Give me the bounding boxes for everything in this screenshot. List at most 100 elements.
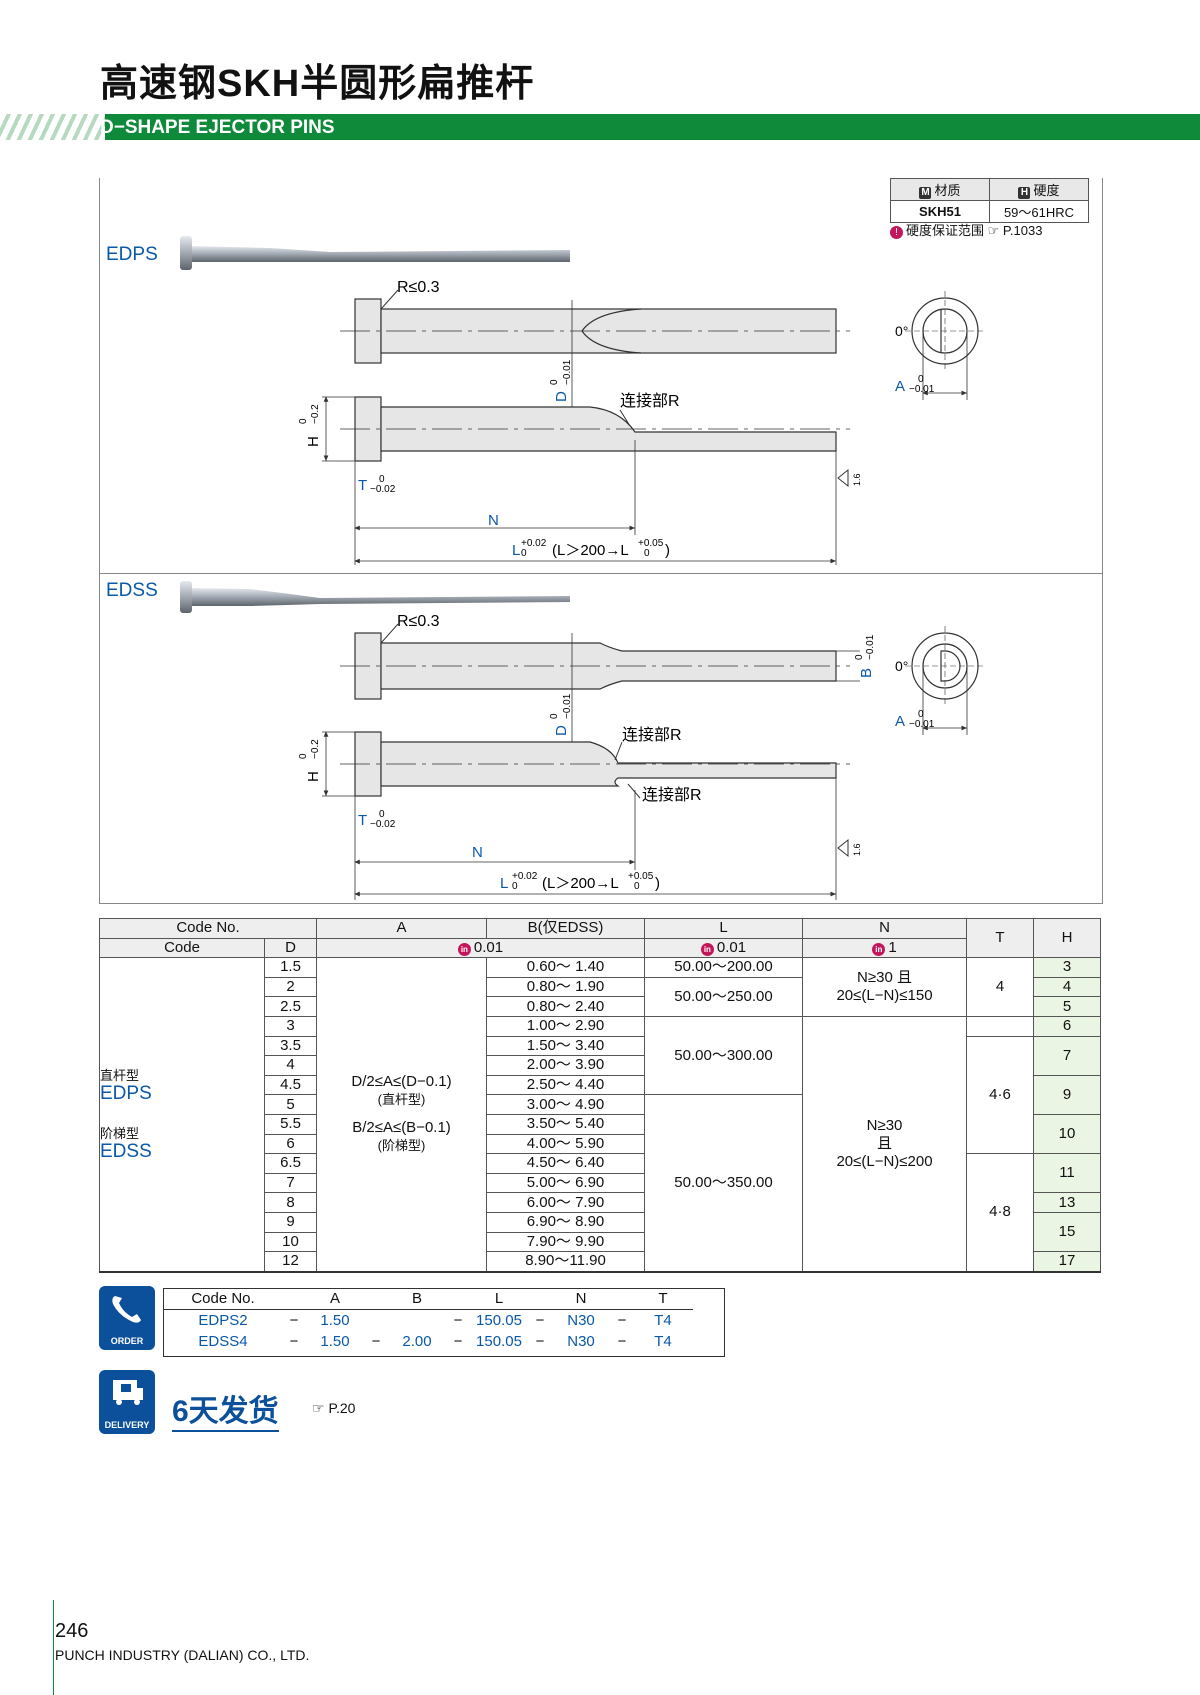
h-value: 3 [1033, 957, 1101, 978]
edps-h-label: H [305, 436, 322, 447]
d-value: 6.5 [264, 1153, 317, 1174]
edps-a-label: A [895, 378, 905, 395]
h-value: 10 [1033, 1113, 1101, 1155]
order-code: EDPS2 [198, 1312, 248, 1329]
hardness-value: 59～61HRC [989, 200, 1089, 223]
d-value: 3.5 [264, 1035, 317, 1057]
svg-text:−0.01: −0.01 [562, 693, 573, 719]
header-b: B(仅EDSS) [486, 918, 645, 939]
l-value: 50.00～300.00 [644, 1015, 803, 1096]
svg-text:0: 0 [644, 548, 650, 559]
edss-d-label: D [553, 725, 570, 736]
order-code: EDSS4 [198, 1333, 248, 1350]
delivery-ref[interactable]: ☞ P.20 [312, 1400, 356, 1416]
svg-text:): ) [655, 875, 660, 892]
h-value: 17 [1033, 1251, 1101, 1273]
h-value: 4 [1033, 976, 1101, 998]
edss-top-view [340, 632, 850, 700]
b-value: 1.50～ 3.40 [486, 1035, 645, 1057]
warning-icon: ! [890, 226, 903, 239]
edps-n-label: N [488, 512, 499, 529]
svg-text:0: 0 [298, 753, 309, 759]
stripe-decoration [0, 114, 105, 140]
svg-text:0: 0 [918, 374, 924, 385]
t-value: 4·8 [966, 1153, 1034, 1273]
material-icon: M [919, 187, 932, 199]
edss-a-label: A [895, 713, 905, 730]
order-example-table: Code No. A B L N T EDPS2 − 1.50 − 150.05… [163, 1288, 693, 1352]
svg-text:): ) [665, 542, 670, 559]
b-value: 4.50～ 6.40 [486, 1153, 645, 1174]
edps-label: EDPS [106, 244, 158, 265]
b-value: 6.00～ 7.90 [486, 1192, 645, 1213]
svg-text:0: 0 [379, 474, 385, 485]
svg-text:−0.2: −0.2 [310, 739, 321, 759]
edss-n-label: N [472, 844, 483, 861]
d-value: 12 [264, 1251, 317, 1273]
d-value: 4.5 [264, 1074, 317, 1096]
edps-top-view [340, 298, 850, 364]
l-value: 50.00～200.00 [644, 957, 803, 978]
svg-text:0: 0 [549, 713, 560, 719]
edps-t-label: T [358, 477, 367, 494]
hardness-ref-link[interactable]: P.1033 [1002, 223, 1043, 238]
d-value: 10 [264, 1231, 317, 1253]
hardness-note: !硬度保证范围 ☞ P.1033 [890, 220, 1042, 239]
delivery-icon: DELIVERY [99, 1370, 155, 1434]
svg-text:0: 0 [634, 881, 640, 892]
b-value: 2.00～ 3.90 [486, 1055, 645, 1076]
svg-text:0: 0 [379, 809, 385, 820]
h-value: 6 [1033, 1015, 1101, 1037]
edss-roughness: 1.6 [852, 843, 862, 856]
svg-text:−0.01: −0.01 [909, 384, 935, 395]
svg-text:−0.2: −0.2 [310, 404, 321, 424]
edss-side-view [340, 731, 850, 797]
h-value: 15 [1033, 1211, 1101, 1253]
tolerance-icon: in [872, 942, 886, 956]
svg-text:−0.01: −0.01 [562, 359, 573, 385]
edss-angle: 0° [895, 658, 908, 674]
b-value: 3.00～ 4.90 [486, 1094, 645, 1115]
svg-text:L: L [500, 875, 508, 892]
order-header-a: A [305, 1288, 365, 1310]
l-value: 50.00～350.00 [644, 1094, 803, 1273]
h-value: 11 [1033, 1153, 1101, 1194]
b-value: 1.00～ 2.90 [486, 1015, 645, 1037]
edss-joint-label: 连接部R [622, 726, 682, 744]
type-cell: 直杆型 EDPS 阶梯型 EDSS [99, 957, 265, 1273]
header-d: D [264, 937, 317, 959]
subtitle-bar: D−SHAPE EJECTOR PINS [0, 114, 1200, 140]
header-t: T [966, 917, 1034, 959]
t-value: 4 [966, 957, 1034, 1017]
edps-radius-label: R≤0.3 [397, 279, 440, 296]
header-a: A [316, 918, 487, 939]
edss-radius-label: R≤0.3 [397, 613, 440, 630]
edps-l-label: L +0.02 0 (L＞200→L +0.05 0 ) [512, 538, 670, 559]
edps-joint-label: 连接部R [620, 392, 680, 410]
d-value: 7 [264, 1172, 317, 1194]
svg-text:L: L [512, 542, 520, 559]
order-icon: ORDER [99, 1286, 155, 1350]
b-value: 0.80～ 2.40 [486, 996, 645, 1017]
svg-text:+0.05: +0.05 [638, 538, 664, 549]
delivery-days: 6天发货 [172, 1386, 279, 1432]
b-value: 7.90～ 9.90 [486, 1231, 645, 1253]
order-header-code: Code No. [163, 1288, 283, 1310]
footer-line [53, 1600, 54, 1695]
edps-angle: 0° [895, 323, 908, 339]
page-subtitle: D−SHAPE EJECTOR PINS [100, 117, 335, 138]
d-value: 3 [264, 1015, 317, 1037]
edps-d-label: D [553, 391, 570, 402]
edss-t-label: T [358, 812, 367, 829]
svg-text:0: 0 [918, 709, 924, 720]
hand-pointer-icon: ☞ [312, 1400, 325, 1416]
edss-joint-label-2: 连接部R [642, 786, 702, 804]
order-header-t: T [633, 1288, 693, 1310]
d-value: 9 [264, 1211, 317, 1233]
